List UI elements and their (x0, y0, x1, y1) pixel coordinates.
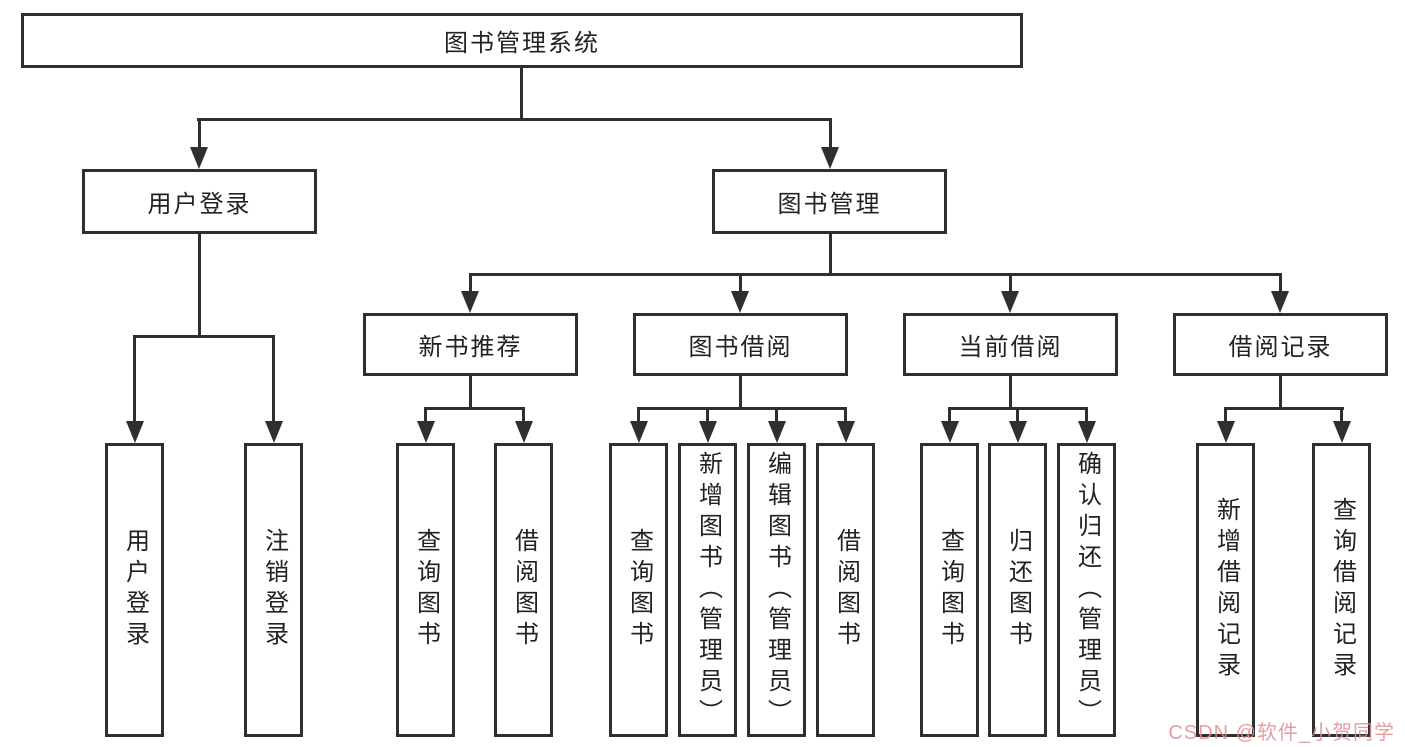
connector-line (520, 68, 523, 118)
leaf-confirm-return-admin-label: 确认归还（管理员） (1073, 450, 1101, 730)
connector-line (948, 407, 951, 423)
node-book-management: 图书管理 (712, 169, 947, 234)
arrowhead-down-icon (768, 421, 786, 443)
connector-line (775, 407, 778, 423)
node-borrowing-records-label: 借阅记录 (1228, 334, 1333, 361)
leaf-query-books-borrowing: 查询图书 (609, 443, 668, 737)
node-book-management-label: 图书管理 (777, 191, 882, 218)
leaf-query-borrow-record-label: 查询借阅记录 (1328, 497, 1356, 683)
leaf-edit-books-admin: 编辑图书（管理员） (747, 443, 806, 737)
arrowhead-down-icon (1271, 291, 1289, 313)
arrowhead-down-icon (417, 421, 435, 443)
arrowhead-down-icon (1333, 421, 1351, 443)
node-current-borrowing-label: 当前借阅 (958, 334, 1063, 361)
leaf-user-login-label: 用户登录 (121, 528, 149, 652)
connector-line (522, 407, 525, 423)
leaf-user-login: 用户登录 (105, 443, 164, 737)
node-book-borrowing: 图书借阅 (633, 313, 848, 376)
leaf-return-books: 归还图书 (988, 443, 1047, 737)
arrowhead-down-icon (941, 421, 959, 443)
leaf-logout: 注销登录 (244, 443, 303, 737)
connector-line (829, 118, 832, 148)
node-root-system: 图书管理系统 (21, 13, 1023, 68)
arrowhead-down-icon (1078, 421, 1096, 443)
connector-line (1016, 407, 1019, 423)
connector-line (1279, 273, 1282, 293)
leaf-query-books-current: 查询图书 (920, 443, 979, 737)
arrowhead-down-icon (1009, 421, 1027, 443)
node-new-book-recommend: 新书推荐 (363, 313, 578, 376)
connector-line (706, 407, 709, 423)
connector-line (469, 273, 1282, 276)
leaf-query-books-current-label: 查询图书 (936, 528, 964, 652)
leaf-edit-books-admin-label: 编辑图书（管理员） (763, 450, 791, 730)
leaf-add-borrow-record-label: 新增借阅记录 (1212, 497, 1240, 683)
connector-line (424, 407, 525, 410)
connector-line (1009, 376, 1012, 407)
arrowhead-down-icon (1001, 291, 1019, 313)
csdn-watermark: CSDN @软件_小贺同学 (1168, 722, 1395, 744)
leaf-query-books-borrowing-label: 查询图书 (625, 528, 653, 652)
arrowhead-down-icon (1217, 421, 1235, 443)
leaf-query-books-recommend-label: 查询图书 (412, 528, 440, 652)
leaf-return-books-label: 归还图书 (1004, 528, 1032, 652)
node-book-borrowing-label: 图书借阅 (688, 334, 793, 361)
node-current-borrowing: 当前借阅 (903, 313, 1118, 376)
arrowhead-down-icon (190, 147, 208, 169)
node-root-system-label: 图书管理系统 (444, 30, 600, 57)
leaf-borrow-books: 借阅图书 (816, 443, 875, 737)
connector-line (272, 335, 275, 422)
leaf-logout-label: 注销登录 (260, 528, 288, 652)
leaf-add-borrow-record: 新增借阅记录 (1196, 443, 1255, 737)
connector-line (1340, 407, 1343, 423)
arrowhead-down-icon (630, 421, 648, 443)
node-new-book-recommend-label: 新书推荐 (418, 334, 523, 361)
connector-line (844, 407, 847, 423)
connector-line (739, 273, 742, 293)
connector-line (1279, 376, 1282, 407)
leaf-query-books-recommend: 查询图书 (396, 443, 455, 737)
connector-line (637, 407, 640, 423)
leaf-add-books-admin: 新增图书（管理员） (678, 443, 737, 737)
arrowhead-down-icon (837, 421, 855, 443)
arrowhead-down-icon (515, 421, 533, 443)
connector-line (469, 273, 472, 293)
connector-line (739, 376, 742, 407)
leaf-borrow-books-recommend-label: 借阅图书 (510, 528, 538, 652)
leaf-add-books-admin-label: 新增图书（管理员） (694, 450, 722, 730)
arrowhead-down-icon (461, 291, 479, 313)
connector-line (133, 335, 275, 338)
node-borrowing-records: 借阅记录 (1173, 313, 1388, 376)
connector-line (197, 118, 832, 121)
connector-line (1085, 407, 1088, 423)
arrowhead-down-icon (821, 147, 839, 169)
arrowhead-down-icon (731, 291, 749, 313)
node-user-login: 用户登录 (82, 169, 317, 234)
connector-line (1224, 407, 1344, 410)
connector-line (469, 376, 472, 407)
connector-line (133, 335, 136, 422)
leaf-borrow-books-recommend: 借阅图书 (494, 443, 553, 737)
connector-line (637, 407, 847, 410)
connector-line (1224, 407, 1227, 423)
connector-line (829, 234, 832, 273)
node-user-login-label: 用户登录 (147, 191, 252, 218)
arrowhead-down-icon (699, 421, 717, 443)
arrowhead-down-icon (265, 421, 283, 443)
leaf-query-borrow-record: 查询借阅记录 (1312, 443, 1371, 737)
arrowhead-down-icon (126, 421, 144, 443)
connector-line (424, 407, 427, 423)
leaf-confirm-return-admin: 确认归还（管理员） (1057, 443, 1116, 737)
connector-line (1009, 273, 1012, 293)
leaf-borrow-books-label: 借阅图书 (832, 528, 860, 652)
connector-line (198, 118, 201, 148)
connector-line (198, 234, 201, 335)
